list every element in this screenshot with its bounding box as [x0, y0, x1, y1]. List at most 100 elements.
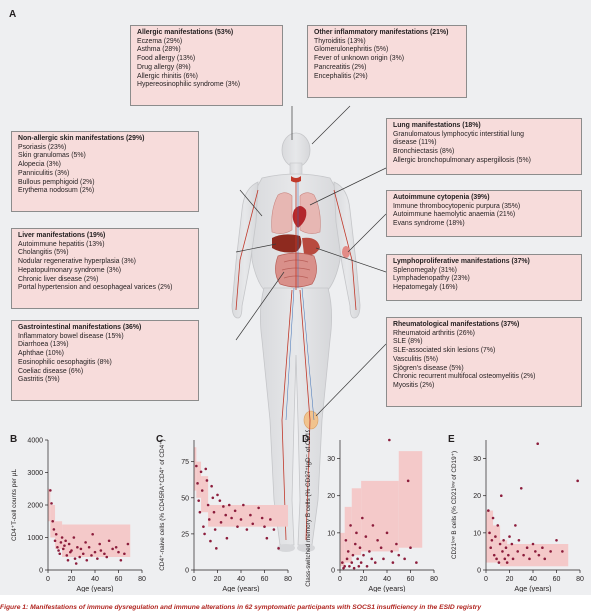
data-point	[349, 524, 352, 527]
data-point	[504, 546, 508, 550]
x-tick-label: 40	[529, 576, 537, 583]
box-gi-title: Gastrointestinal manifestations (36%)	[18, 324, 142, 331]
y-tick-label: 0	[331, 568, 335, 575]
data-point	[373, 561, 377, 564]
reference-band	[194, 447, 197, 491]
data-point	[409, 546, 412, 550]
data-point	[222, 505, 225, 508]
y-tick-label: 3000	[27, 470, 43, 477]
data-point	[343, 564, 346, 568]
x-tick-label: 0	[338, 576, 342, 583]
data-point	[59, 541, 63, 544]
data-point	[362, 553, 365, 557]
x-tick-label: 80	[284, 576, 292, 583]
y-tick-label: 25	[181, 531, 189, 538]
x-tick-label: 0	[484, 576, 488, 583]
data-point	[371, 524, 375, 527]
data-point	[269, 518, 272, 521]
data-point	[388, 438, 391, 442]
data-point	[60, 536, 64, 539]
data-point	[277, 547, 280, 550]
data-point	[87, 545, 91, 549]
pointer-lines	[235, 105, 387, 417]
data-point	[361, 516, 364, 520]
data-point	[403, 557, 406, 561]
y-axis-label: CD4⁺-naive cells (% CD45RA⁺CD4⁺ of CD4⁺)	[159, 439, 166, 570]
data-point	[265, 536, 269, 540]
data-point	[203, 532, 206, 536]
data-point	[50, 502, 53, 505]
data-point	[391, 561, 395, 564]
data-point	[49, 489, 52, 492]
data-point	[514, 524, 517, 527]
y-tick-label: 75	[181, 459, 189, 466]
box-other-inflammatory-item: Fever of unknown origin (3%)	[314, 55, 405, 63]
data-point	[263, 525, 266, 528]
x-tick-label: 0	[192, 576, 196, 583]
y-axis-label: CD4⁺T-cell counts per µL	[11, 469, 18, 541]
data-point	[415, 561, 418, 564]
box-lung-item: Granulomatous lymphocytic interstitial l…	[393, 130, 524, 138]
x-tick-label: 20	[360, 576, 368, 583]
data-point	[51, 519, 54, 523]
data-point	[96, 557, 99, 560]
box-liver-item: Portal hypertension and oesophageal vari…	[18, 284, 173, 292]
box-gi-item: Inflammatory bowel disease (15%)	[18, 332, 124, 340]
box-cytopenia-item: Autoimmune haemolytic anaemia (21%)	[393, 211, 516, 219]
x-tick-label: 40	[91, 576, 99, 583]
data-point	[56, 545, 59, 549]
box-skin-title: Non-allergic skin manifestations (29%)	[18, 135, 145, 142]
x-axis-label: Age (years)	[514, 584, 551, 592]
data-point	[126, 542, 130, 546]
data-point	[67, 542, 71, 546]
x-tick-label: 20	[214, 576, 222, 583]
data-point	[342, 566, 345, 570]
box-rheum-item: Vasculitis (5%)	[393, 355, 439, 363]
box-autoimmune-cytopenia: Autoimmune cytopenia (39%) Immune thromb…	[386, 190, 582, 237]
data-point	[390, 550, 393, 553]
box-skin-item: Alopecia (3%)	[18, 161, 61, 169]
box-rheum-item: Chronic recurrent multifocal osteomyelit…	[393, 373, 536, 381]
data-point	[497, 561, 501, 564]
data-point	[105, 555, 109, 559]
data-point	[197, 499, 200, 502]
box-allergic-item: Drug allergy (8%)	[137, 63, 191, 71]
x-axis-label: Age (years)	[76, 584, 113, 592]
y-axis-label: CD21ˡᵒʷ B cells (% CD21ˡᵒʷ of CD19⁺)	[451, 451, 458, 559]
reference-band	[196, 461, 202, 498]
box-allergic-item: Hypereosinophilic syndrome (3%)	[137, 81, 241, 89]
box-other-inflammatory-title: Other inflammatory manifestations (21%)	[314, 29, 449, 36]
panel-a-label: A	[9, 9, 17, 20]
y-tick-label: 30	[473, 456, 481, 463]
box-lympho-item: Splenomegaly (31%)	[393, 266, 457, 274]
data-point	[111, 547, 114, 551]
data-point	[510, 542, 514, 546]
data-point	[103, 552, 106, 556]
data-point	[351, 553, 355, 557]
box-rheum-item: Myositis (2%)	[393, 381, 435, 389]
data-point	[519, 486, 523, 490]
data-point	[236, 525, 239, 528]
data-point	[93, 550, 97, 554]
y-tick-label: 20	[327, 493, 335, 500]
data-point	[57, 549, 60, 552]
x-tick-label: 60	[115, 576, 123, 583]
box-rheum-item: Rheumatoid arthritis (26%)	[393, 329, 475, 337]
data-point	[79, 547, 83, 551]
box-non-allergic-skin: Non-allergic skin manifestations (29%) P…	[11, 131, 199, 212]
box-lympho-item: Hepatomegaly (16%)	[393, 284, 458, 292]
data-point	[346, 550, 350, 553]
data-point	[368, 550, 371, 553]
box-other-inflammatory-item: Encephalitis (2%)	[314, 72, 368, 80]
data-point	[206, 503, 210, 507]
box-other-inflammatory-item: Glomerulonephritis (5%)	[314, 46, 389, 54]
data-point	[507, 553, 510, 557]
box-liver-item: Nodular regenerative hyperplasia (3%)	[18, 258, 136, 266]
data-point	[73, 557, 77, 560]
reference-band	[340, 532, 345, 567]
